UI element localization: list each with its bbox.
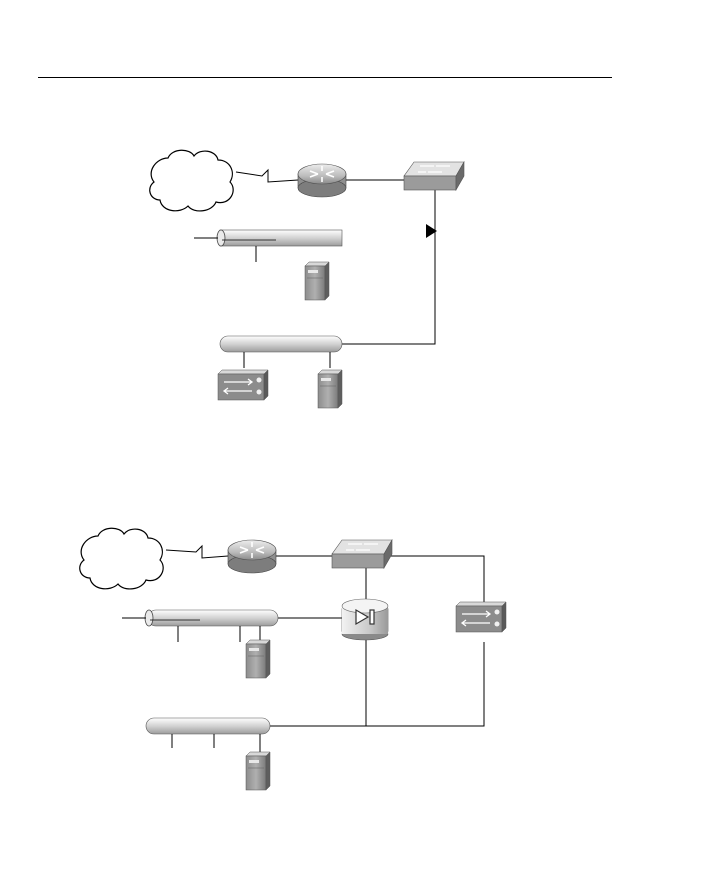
wan-link-bottom: [165, 544, 229, 559]
top-topology: [149, 149, 465, 409]
cloud-icon: [79, 527, 164, 590]
lower-segment-link: [270, 642, 485, 727]
router-icon: [297, 163, 347, 198]
network-segment-icon: [145, 717, 271, 752]
switch-icon: [403, 161, 465, 191]
switch-icon: [331, 539, 393, 569]
server-icon: [317, 369, 343, 409]
wan-link-top: [235, 168, 299, 183]
switch-firewall-link-top: [342, 190, 436, 345]
network-segment-icon: [122, 609, 279, 642]
network-segment-icon: [194, 229, 343, 262]
switch-firewall-link-bottom: [386, 555, 485, 604]
cloud-icon: [149, 149, 234, 212]
firewall-icon: [217, 369, 269, 401]
server-icon: [245, 639, 271, 679]
router-icon: [227, 539, 277, 574]
bottom-topology: [79, 527, 507, 791]
header-rule: [38, 77, 612, 78]
firewall-icon: [455, 601, 507, 633]
server-icon: [304, 261, 330, 301]
server-icon: [245, 751, 271, 791]
ids-sensor-icon: [341, 598, 389, 641]
network-segment-icon: [219, 335, 343, 368]
